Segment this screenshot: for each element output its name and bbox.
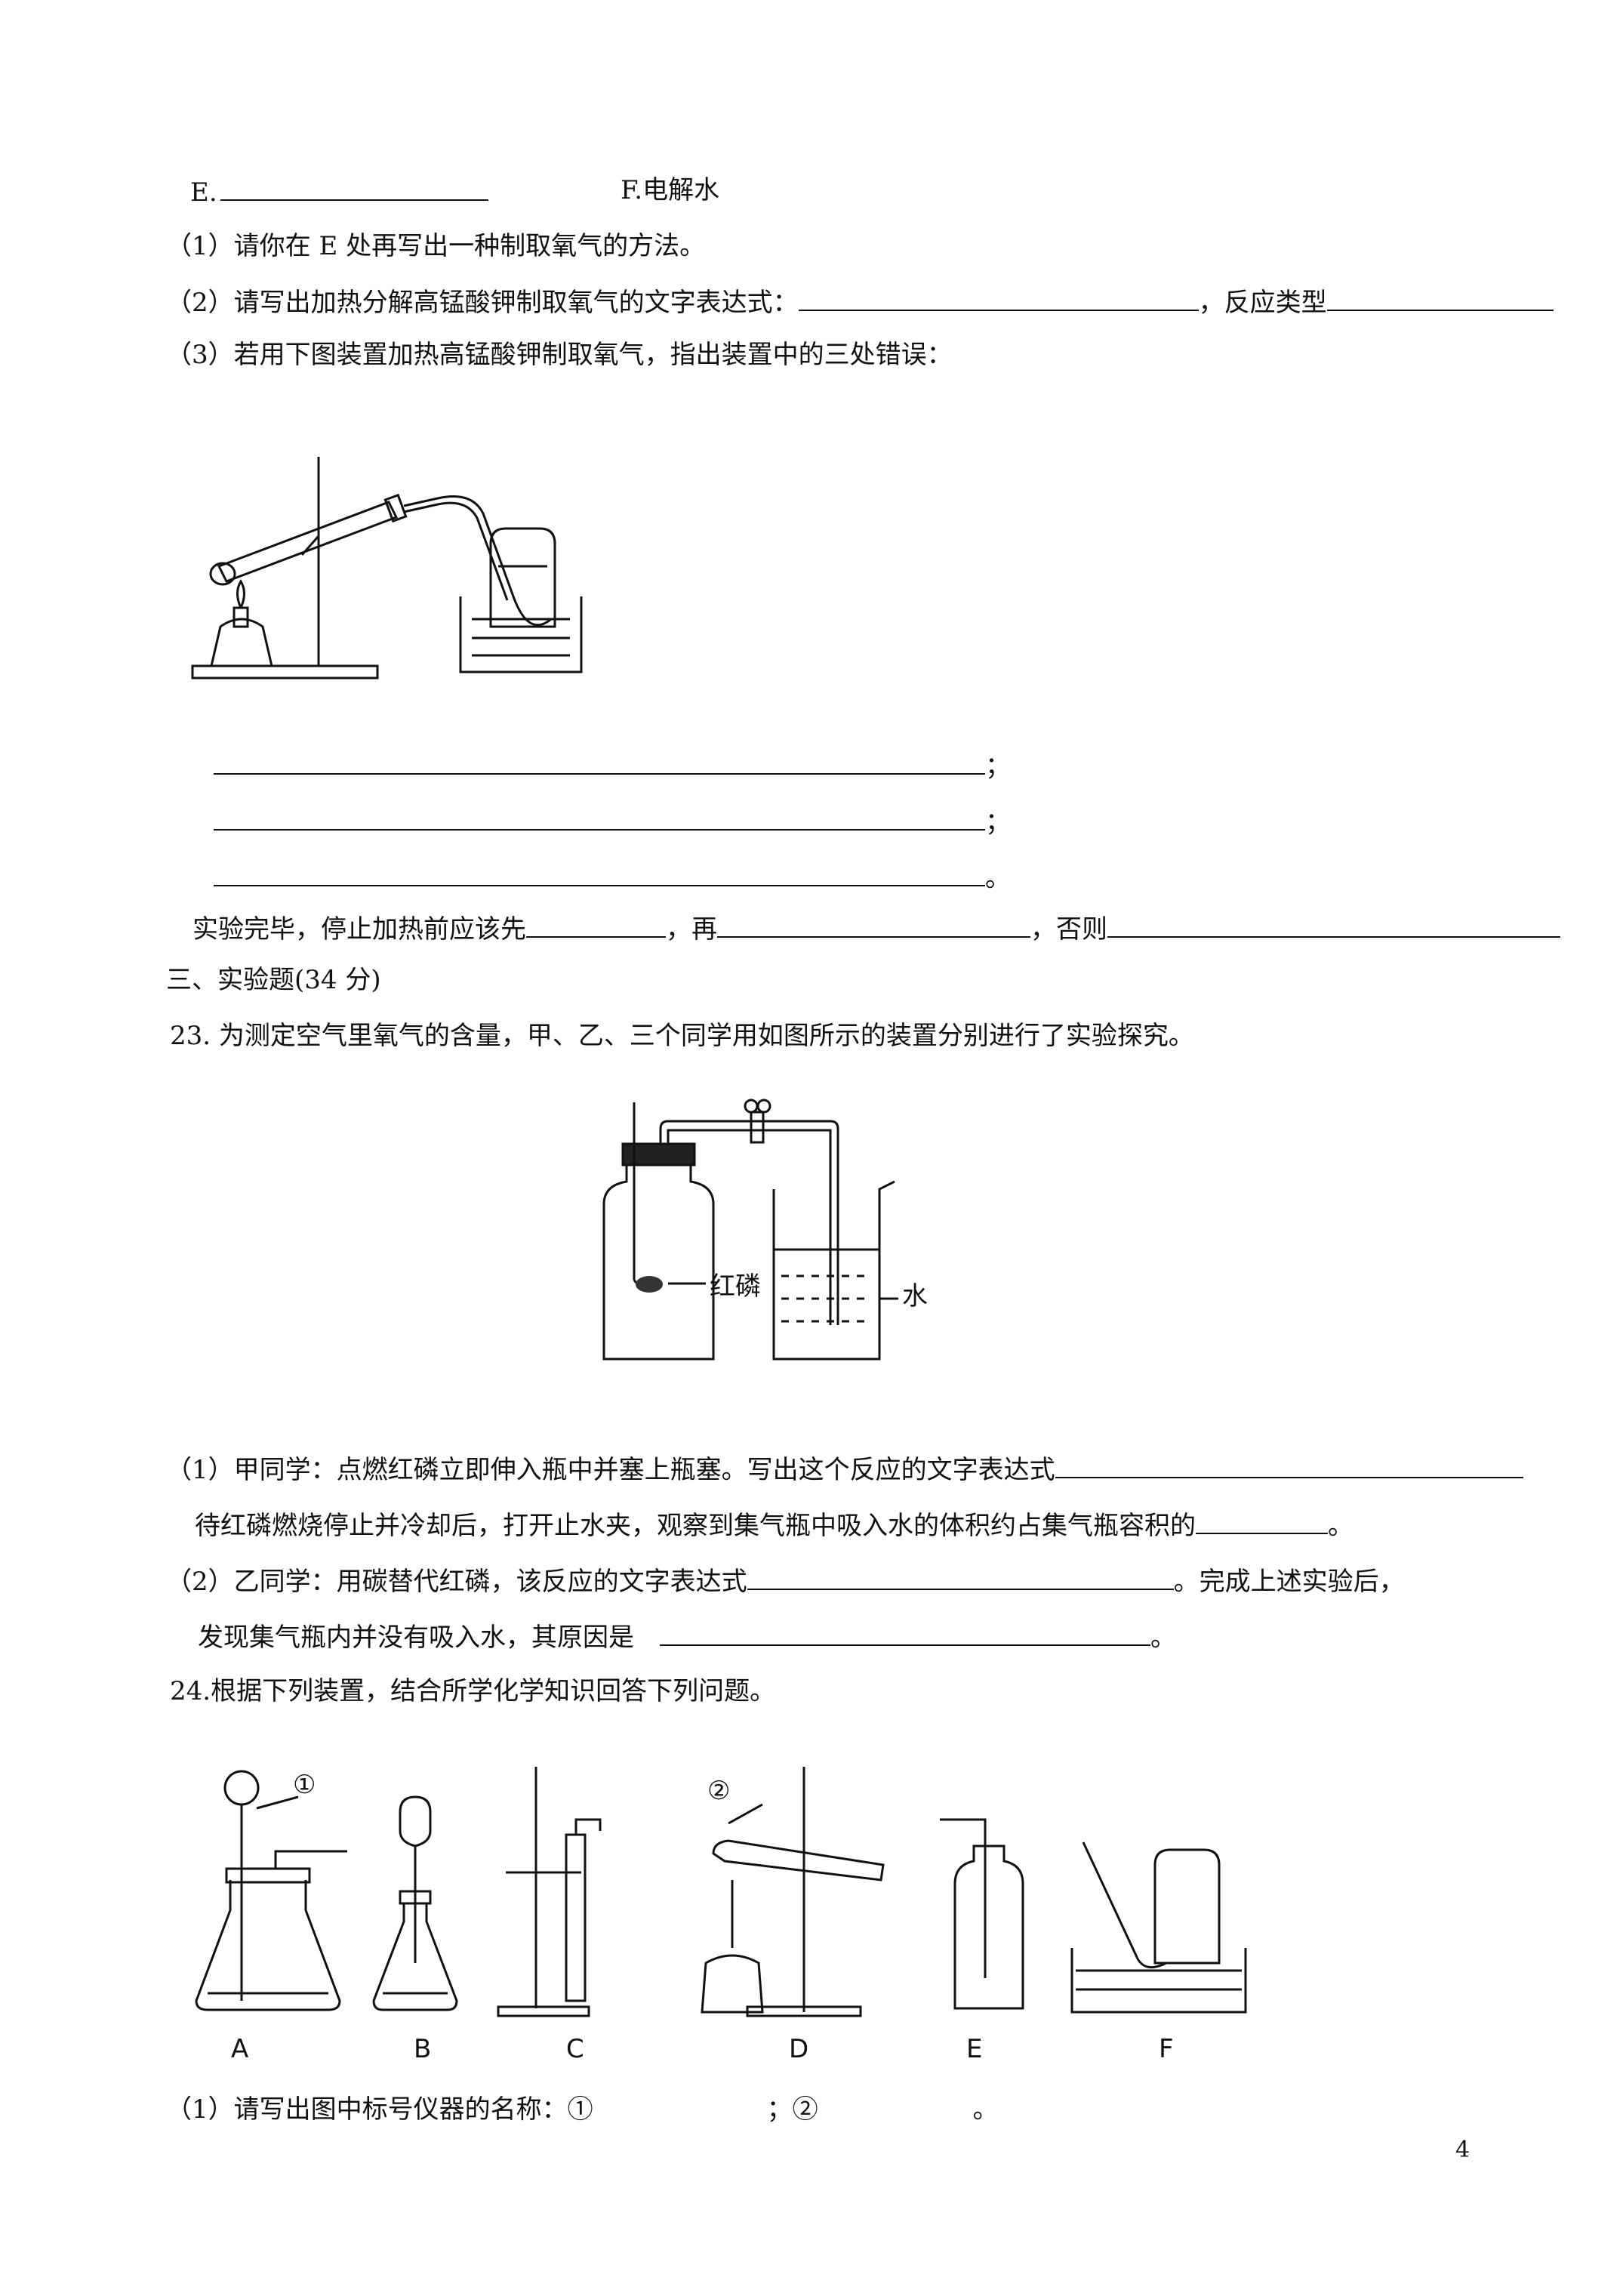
q22-part1: （1）请你在 E 处再写出一种制取氧气的方法。 bbox=[166, 231, 706, 261]
apparatus-d bbox=[701, 1767, 885, 2017]
answer-blank-reason[interactable] bbox=[660, 1619, 1150, 1646]
apparatus-f bbox=[1070, 1841, 1247, 2014]
q23-part2-text-a: （2）乙同学：用碳替代红磷，该反应的文字表达式 bbox=[166, 1567, 747, 1597]
answer-blank-reaction-type[interactable] bbox=[1326, 284, 1554, 311]
marker-1: ① bbox=[293, 1770, 316, 1800]
apparatus-b bbox=[372, 1795, 458, 2011]
answer-blank-error-2[interactable] bbox=[214, 803, 985, 831]
q23-stem: 23. 为测定空气里氧气的含量，甲、乙、三个同学用如图所示的装置分别进行了实验探… bbox=[170, 1021, 1194, 1051]
red-phosphorus-icon bbox=[636, 1276, 663, 1293]
potassium-permanganate-apparatus-figure bbox=[191, 457, 583, 680]
q22-part3: （3）若用下图装置加热高锰酸钾制取氧气，指出装置中的三处错误： bbox=[166, 340, 953, 370]
apparatus-label-d: D bbox=[789, 2034, 809, 2064]
option-e-label: E. bbox=[190, 177, 217, 208]
apparatus-e bbox=[940, 1818, 1024, 2010]
finish-text-b: ，再 bbox=[666, 914, 717, 945]
q24-stem: 24.根据下列装置，结合所学化学知识回答下列问题。 bbox=[170, 1676, 776, 1706]
error-line-3-end: 。 bbox=[985, 863, 1011, 893]
option-e: E. bbox=[190, 174, 488, 209]
answer-blank-carbon-expression[interactable] bbox=[747, 1563, 1174, 1590]
error-line-2-end: ； bbox=[985, 807, 1011, 837]
error-line-1: ； bbox=[214, 747, 1011, 783]
apparatus-label-a: A bbox=[231, 2034, 249, 2064]
q23-part2-cont-text: 发现集气瓶内并没有吸入水，其原因是 bbox=[198, 1623, 634, 1653]
answer-blank-expression[interactable] bbox=[798, 284, 1199, 311]
finish-text-a: 实验完毕，停止加热前应该先 bbox=[192, 914, 526, 945]
label-red-phosphorus: 红磷 bbox=[710, 1271, 761, 1302]
q22-part2: （2）请写出加热分解高锰酸钾制取氧气的文字表达式： ，反应类型 bbox=[166, 284, 1554, 319]
q23-part2-text-b: 。完成上述实验后， bbox=[1173, 1567, 1405, 1597]
apparatus-c bbox=[497, 1767, 602, 2017]
apparatus-a bbox=[195, 1770, 347, 2011]
q24-part1-end: 。 bbox=[972, 2094, 999, 2125]
oxygen-content-apparatus-figure bbox=[602, 1099, 898, 1361]
error-line-2: ； bbox=[214, 803, 1011, 839]
answer-blank-volume-fraction[interactable] bbox=[1196, 1507, 1328, 1534]
q23-part1-text: （1）甲同学：点燃红磷立即伸入瓶中并塞上瓶塞。写出这个反应的文字表达式 bbox=[166, 1455, 1055, 1485]
q23-part1-cont: 待红磷燃烧停止并冷却后，打开止水夹，观察到集气瓶中吸入水的体积约占集气瓶容积的 。 bbox=[195, 1507, 1354, 1542]
label-water: 水 bbox=[902, 1281, 928, 1311]
answer-blank-then[interactable] bbox=[717, 911, 1030, 938]
finish-instructions: 实验完毕，停止加热前应该先 ，再 ，否则 bbox=[192, 911, 1560, 946]
q23-part1-cont-text: 待红磷燃烧停止并冷却后，打开止水夹，观察到集气瓶中吸入水的体积约占集气瓶容积的 bbox=[195, 1511, 1196, 1541]
section-3-title: 三、实验题(34 分) bbox=[166, 965, 381, 995]
answer-blank-error-1[interactable] bbox=[214, 747, 985, 775]
apparatus-label-f: F bbox=[1159, 2034, 1174, 2064]
q24-part1-text-b: ；② bbox=[766, 2094, 818, 2125]
answer-blank-first[interactable] bbox=[526, 911, 666, 938]
error-line-3: 。 bbox=[214, 859, 1011, 895]
q23-part2: （2）乙同学：用碳替代红磷，该反应的文字表达式 。完成上述实验后， bbox=[166, 1563, 1405, 1598]
answer-blank-phosphorus-expression[interactable] bbox=[1055, 1451, 1523, 1478]
q24-part1-text-a: （1）请写出图中标号仪器的名称：① bbox=[166, 2094, 593, 2125]
q24-part1: （1）请写出图中标号仪器的名称：① ；② 。 bbox=[166, 2093, 999, 2126]
q23-part1: （1）甲同学：点燃红磷立即伸入瓶中并塞上瓶塞。写出这个反应的文字表达式 bbox=[166, 1451, 1523, 1487]
page-number: 4 bbox=[1455, 2137, 1471, 2163]
answer-blank-otherwise[interactable] bbox=[1107, 911, 1560, 938]
q23-part2-cont: 发现集气瓶内并没有吸入水，其原因是 。 bbox=[198, 1619, 1176, 1654]
option-f: F.电解水 bbox=[621, 175, 720, 205]
apparatus-label-c: C bbox=[566, 2034, 584, 2064]
apparatus-label-b: B bbox=[414, 2034, 432, 2064]
marker-2: ② bbox=[707, 1776, 731, 1806]
answer-blank-e[interactable] bbox=[220, 174, 488, 201]
q22-part2-text: （2）请写出加热分解高锰酸钾制取氧气的文字表达式： bbox=[166, 288, 799, 318]
q22-part2-mid: ，反应类型 bbox=[1198, 288, 1327, 318]
apparatus-label-e: E bbox=[966, 2034, 983, 2064]
finish-text-c: ，否则 bbox=[1030, 914, 1107, 945]
error-line-1-end: ； bbox=[985, 751, 1011, 781]
q23-part1-cont-end: 。 bbox=[1328, 1511, 1354, 1541]
q23-part2-cont-end: 。 bbox=[1150, 1623, 1176, 1653]
answer-blank-error-3[interactable] bbox=[214, 859, 985, 886]
lab-apparatus-set-figure bbox=[195, 1767, 1247, 2017]
